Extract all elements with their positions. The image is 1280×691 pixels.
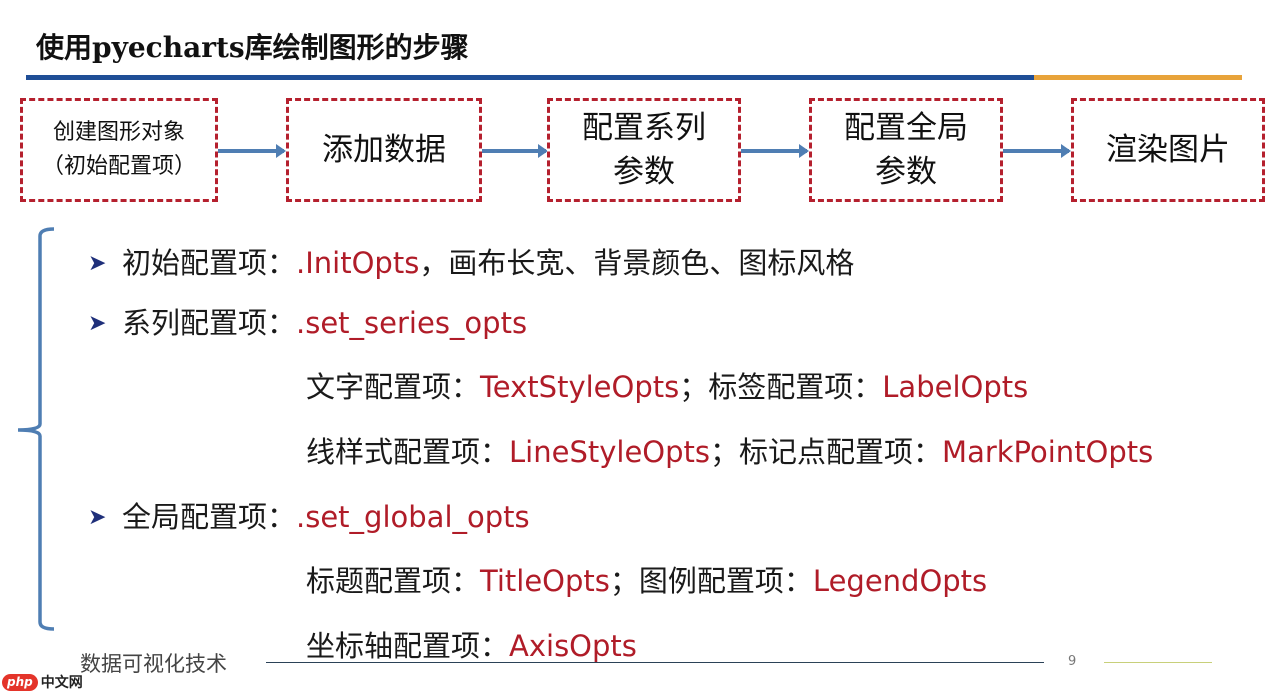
sub-code: LabelOpts: [882, 370, 1029, 404]
arrow-right-icon: [1003, 144, 1071, 158]
series-code: .set_series_opts: [296, 306, 528, 340]
sub-label: 图例配置项：: [638, 564, 813, 598]
arrow-right-icon: [741, 144, 809, 158]
global-code: .set_global_opts: [296, 500, 530, 534]
sub-label: 标记点配置项：: [739, 435, 943, 469]
arrow-right-icon: [482, 144, 548, 158]
sub-code: AxisOpts: [509, 629, 637, 663]
sub-code: LegendOpts: [812, 564, 988, 598]
step-3-line-2: 参数: [613, 154, 675, 190]
sub-sep: ；: [609, 564, 639, 598]
step-1-line-1: 创建图形对象: [52, 120, 185, 145]
global-sub-line-1: 标题配置项：TitleOpts；图例配置项：LegendOpts: [306, 558, 987, 600]
series-sub-line-2: 线样式配置项：LineStyleOpts；标记点配置项：MarkPointOpt…: [306, 429, 1153, 471]
step-5-line-1: 渲染图片: [1106, 132, 1230, 168]
footer-rule-accent: [1104, 662, 1212, 663]
bullet-arrow-icon: ➤: [88, 311, 107, 336]
watermark-php-logo: php: [2, 673, 38, 691]
step-create-chart: 创建图形对象 （初始配置项）: [20, 98, 218, 202]
step-global-params: 配置全局 参数: [809, 98, 1003, 202]
sub-code: TextStyleOpts: [480, 370, 680, 404]
left-brace-icon: [17, 227, 54, 631]
slide-title: 使用pyecharts库绘制图形的步骤: [36, 31, 469, 64]
bullet-arrow-icon: ➤: [88, 251, 107, 276]
watermark: php 中文网: [2, 672, 83, 691]
step-3-line-1: 配置系列: [582, 110, 706, 146]
init-code: .InitOpts: [296, 246, 420, 280]
sub-code: MarkPointOpts: [942, 435, 1154, 469]
sub-label: 坐标轴配置项：: [306, 629, 510, 663]
sub-sep: ；: [679, 370, 709, 404]
sub-code: TitleOpts: [480, 564, 610, 598]
init-label: 初始配置项：: [122, 246, 297, 280]
bullet-init-opts: ➤ 初始配置项：.InitOpts，画布长宽、背景颜色、图标风格: [88, 240, 854, 282]
sub-label: 标签配置项：: [708, 370, 883, 404]
footer-course-name: 数据可视化技术: [80, 652, 227, 676]
init-desc: 画布长宽、背景颜色、图标风格: [448, 246, 855, 280]
footer-rule: [266, 662, 1044, 663]
init-sep: ，: [419, 246, 449, 280]
page-number: 9: [1068, 654, 1077, 669]
arrow-right-icon: [218, 144, 286, 158]
sub-label: 文字配置项：: [306, 370, 481, 404]
sub-label: 标题配置项：: [306, 564, 481, 598]
step-render-image: 渲染图片: [1071, 98, 1265, 202]
sub-sep: ；: [710, 435, 740, 469]
bullet-series-opts: ➤ 系列配置项：.set_series_opts: [88, 300, 527, 342]
step-2-line-1: 添加数据: [322, 132, 446, 168]
step-1-line-2: （初始配置项）: [41, 154, 196, 179]
series-sub-line-1: 文字配置项：TextStyleOpts；标签配置项：LabelOpts: [306, 364, 1028, 406]
step-4-line-1: 配置全局: [844, 110, 968, 146]
bullet-global-opts: ➤ 全局配置项：.set_global_opts: [88, 494, 530, 536]
global-label: 全局配置项：: [122, 500, 297, 534]
step-4-line-2: 参数: [875, 154, 937, 190]
step-series-params: 配置系列 参数: [547, 98, 741, 202]
sub-code: LineStyleOpts: [509, 435, 711, 469]
watermark-text: 中文网: [40, 675, 83, 691]
step-add-data: 添加数据: [286, 98, 482, 202]
bullet-arrow-icon: ➤: [88, 505, 107, 530]
global-sub-line-2: 坐标轴配置项：AxisOpts: [306, 623, 637, 665]
title-rule-blue: [26, 75, 1034, 80]
title-rule-orange: [1034, 75, 1242, 80]
sub-label: 线样式配置项：: [306, 435, 510, 469]
series-label: 系列配置项：: [122, 306, 297, 340]
